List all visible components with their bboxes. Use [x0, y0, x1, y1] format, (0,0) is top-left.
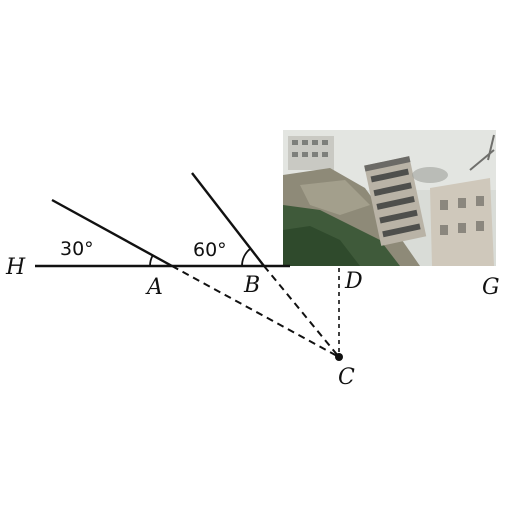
sight-line-b	[191, 172, 265, 267]
angle-arc-b	[241, 247, 252, 267]
angle-label-30: 30°	[60, 238, 94, 260]
label-c: C	[338, 365, 355, 390]
collapsed-building-photo	[283, 130, 496, 266]
sight-line-a	[51, 198, 173, 268]
label-h: H	[5, 255, 26, 280]
dashed-line-bc	[263, 265, 340, 358]
angle-arc-a	[149, 254, 154, 267]
dashed-line-ac	[171, 265, 340, 358]
angle-label-60: 60°	[193, 239, 227, 261]
label-g: G	[482, 275, 500, 300]
point-c	[335, 353, 343, 361]
label-d: D	[344, 269, 363, 294]
label-a: A	[145, 275, 163, 300]
label-b: B	[243, 273, 260, 298]
